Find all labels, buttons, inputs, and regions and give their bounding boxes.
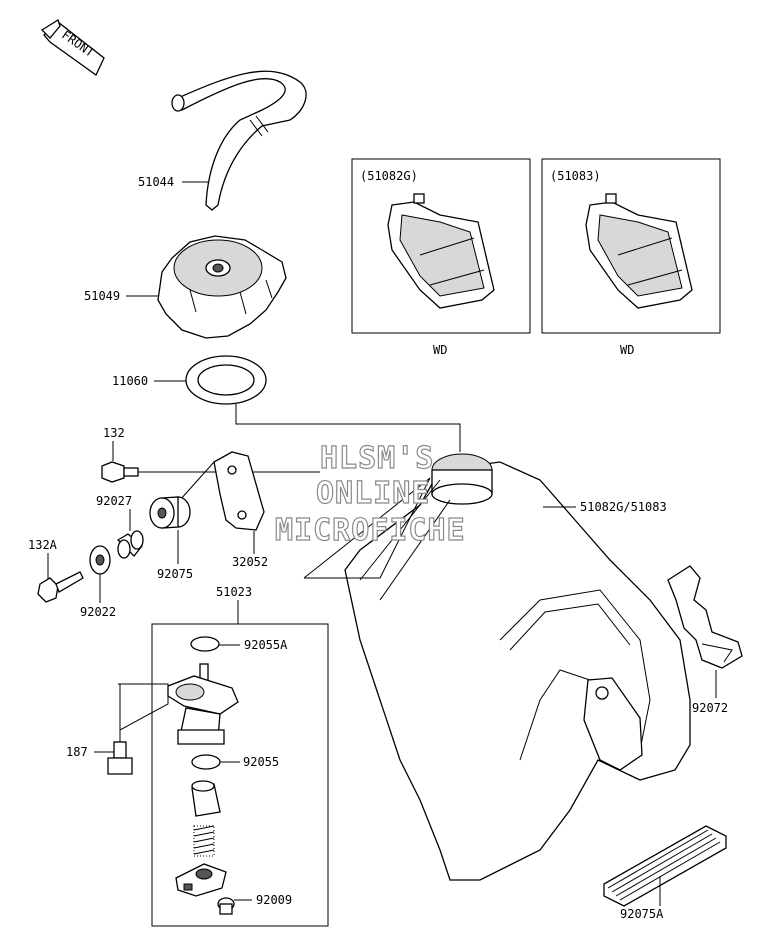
pad-icon — [603, 825, 727, 907]
inset-caption: WD — [620, 343, 634, 357]
part-number: 132 — [103, 426, 125, 440]
part-number: 92027 — [96, 494, 132, 508]
bracket-icon — [179, 451, 265, 531]
bolt-icon — [37, 571, 84, 603]
part-number: 11060 — [112, 374, 148, 388]
part-number: 92055A — [244, 638, 288, 652]
svg-text:ONLINE: ONLINE — [316, 476, 430, 511]
fuel-cock-icon — [118, 663, 239, 745]
strap-icon — [667, 565, 743, 669]
part-number: 92022 — [80, 605, 116, 619]
bolt-icon — [101, 461, 139, 483]
collar-icon — [116, 530, 144, 559]
part-number: 51023 — [216, 585, 252, 599]
fuel-tank-icon — [344, 453, 691, 881]
inset-panel-1: (51082G) — [351, 158, 531, 334]
part-number: 51049 — [84, 289, 120, 303]
svg-text:MICROFICHE: MICROFICHE — [275, 513, 466, 548]
svg-text:HLSM'S: HLSM'S — [320, 441, 434, 476]
inset-code: (51082G) — [360, 169, 418, 183]
part-number: 187 — [66, 745, 88, 759]
part-number: 92072 — [692, 701, 728, 715]
part-number: 32052 — [232, 555, 268, 569]
gasket-icon — [185, 355, 267, 405]
part-number: 51044 — [138, 175, 174, 189]
damper-icon — [149, 496, 191, 529]
part-number: 92075 — [157, 567, 193, 581]
bolt-icon — [107, 684, 133, 775]
o-ring-icon — [190, 636, 220, 652]
fuel-hose-icon — [171, 70, 307, 211]
washer-icon — [89, 545, 111, 575]
spring-icon — [193, 825, 215, 857]
inset-panel-2: (51083) — [541, 158, 721, 334]
watermark: HLSM'S ONLINE MICROFICHE — [274, 440, 466, 548]
part-number: 92009 — [256, 893, 292, 907]
diaphragm-icon — [175, 863, 227, 897]
inset-caption: WD — [433, 343, 447, 357]
part-number: 132A — [28, 538, 58, 552]
part-number: 92075A — [620, 907, 664, 921]
valve-icon — [191, 780, 221, 817]
o-ring-icon — [191, 754, 221, 770]
part-number: 51082G/51083 — [580, 500, 667, 514]
fuel-cock-group — [151, 623, 329, 927]
fuel-cap-icon — [157, 235, 287, 339]
front-arrow-icon: FRONT — [40, 19, 105, 76]
screw-icon — [217, 897, 235, 915]
inset-code: (51083) — [550, 169, 601, 183]
part-number: 92055 — [243, 755, 279, 769]
